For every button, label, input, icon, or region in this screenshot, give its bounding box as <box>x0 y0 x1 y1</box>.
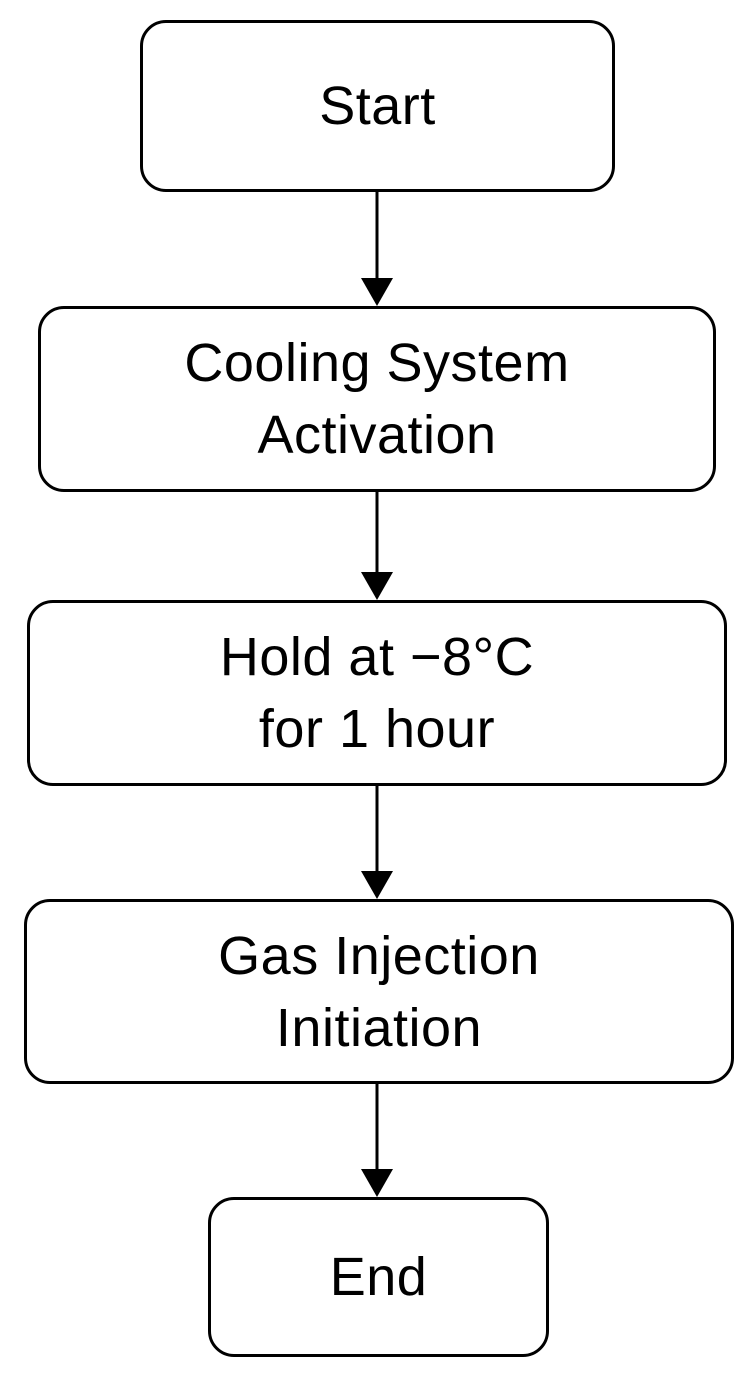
arrow-start-to-cooling <box>361 192 393 306</box>
hold-temperature-node: Hold at −8°C for 1 hour <box>27 600 727 786</box>
arrow-hold-to-gas <box>361 786 393 899</box>
hold-node-label-line-1: Hold at −8°C <box>219 627 535 687</box>
start-node-label: Start <box>319 76 436 136</box>
end-node-label: End <box>329 1247 428 1307</box>
arrow-cooling-to-hold <box>361 492 393 600</box>
gas-node-label-line-1: Gas Injection <box>218 925 540 986</box>
cooling-system-activation-node: Cooling System Activation <box>38 306 716 492</box>
cooling-node-label-line-2: Activation <box>257 405 497 465</box>
start-node: Start <box>140 20 615 192</box>
gas-injection-initiation-node: Gas Injection Initiation <box>24 899 734 1084</box>
end-node: End <box>208 1197 549 1357</box>
arrow-gas-to-end <box>361 1084 393 1197</box>
hold-node-label-line-2: for 1 hour <box>258 699 496 759</box>
gas-node-label-line-2: Initiation <box>275 997 483 1058</box>
cooling-node-label-line-1: Cooling System <box>184 333 570 393</box>
